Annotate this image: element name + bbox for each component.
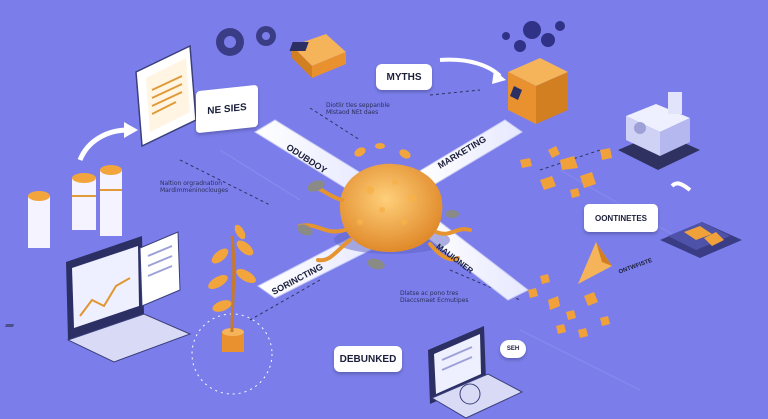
ne-sies-sign: NE SIES [196,84,258,134]
myths-speech-bubble: MYTHS [376,64,432,90]
ne-sies-label: NE SIES [207,101,247,117]
caption-bottom-line-2: Diaccsmaet Ecmutipes [400,297,469,304]
caption-left-line-1: Naltion orgradnation [160,180,222,187]
gears-illustration [216,26,276,56]
debunked-label: DEBUNKED [339,353,397,365]
monitor-illustration [428,326,524,419]
growing-plant-illustration [191,224,273,395]
seh-badge: SEH [500,340,526,358]
seh-label: SEH [506,346,520,352]
caption-bottom-line-1: Dlatse ac pono tres [400,290,459,297]
orange-device-illustration [289,34,346,78]
document-board-illustration [77,44,197,162]
caption-bottom: Dlatse ac pono tres Diaccsmaet Ecmutipes [400,290,469,304]
ontinetes-sign: OONTINETES [584,204,658,232]
debunked-speech-bubble: DEBUNKED [334,346,402,372]
orange-arrow-illustration [578,242,612,284]
central-blob-illustration [297,143,472,270]
caption-top: Diotlir tles seppanble Mlstaod NEt daes [326,102,390,116]
scattered-fragments [520,146,612,338]
caption-left-line-2: Mardimmeninoclouges [160,187,229,194]
laptop-chart-illustration [4,231,192,363]
machine-illustration [618,92,700,170]
caption-top-line-1: Diotlir tles seppanble [326,102,390,109]
platform-illustration [660,181,742,258]
ontinetes-label: OONTINETES [594,213,647,223]
myths-label: MYTHS [386,71,422,83]
cylinders-illustration [28,165,122,248]
caption-left: Naltion orgradnation Mardimmeninoclouges [160,180,228,194]
caption-top-line-2: Mlstaod NEt daes [326,109,379,116]
myths-box-illustration [439,21,568,124]
